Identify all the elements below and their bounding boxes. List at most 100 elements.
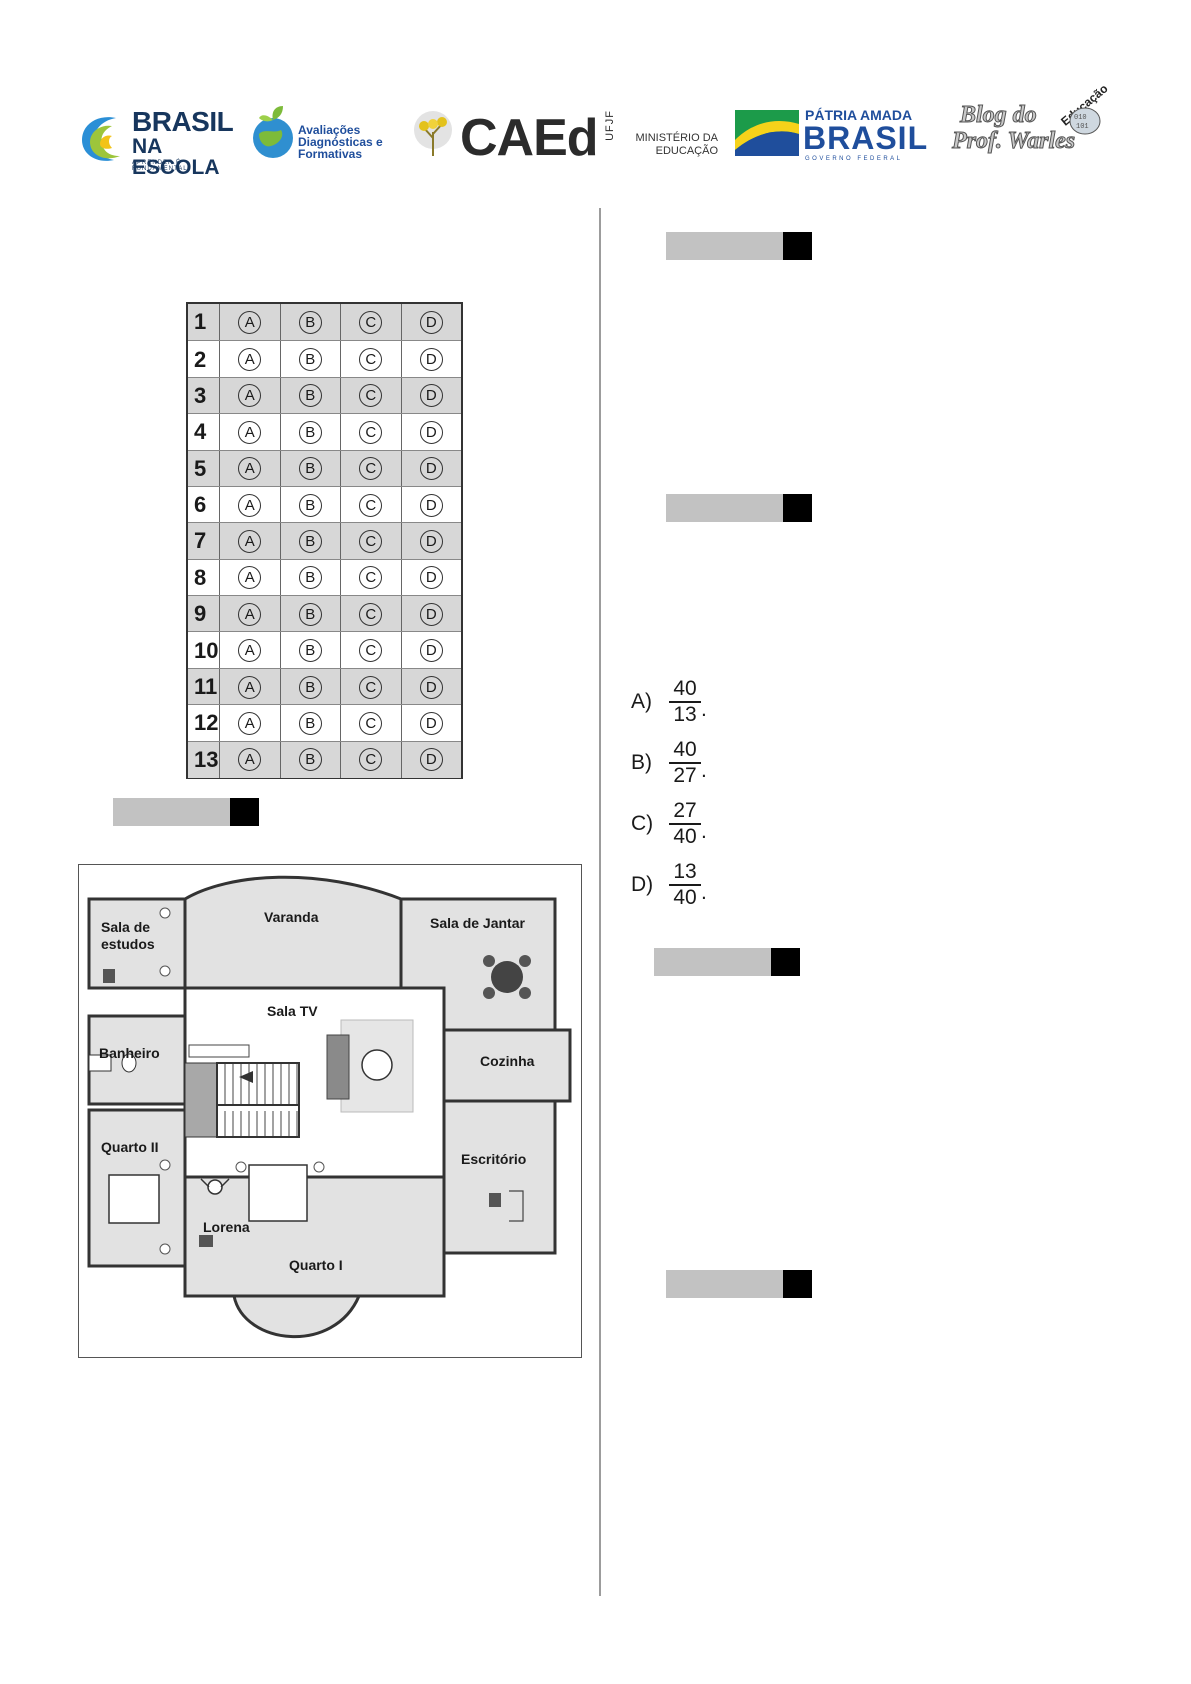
denominator: 40	[673, 824, 697, 848]
floor-plan-drawing	[87, 875, 572, 1339]
answer-bubble-b[interactable]: B	[298, 566, 322, 590]
answer-bubble-b[interactable]: B	[298, 457, 322, 481]
answer-bubble-c[interactable]: C	[359, 566, 383, 590]
answer-bubble-a[interactable]: A	[238, 566, 262, 590]
answer-bubble-a[interactable]: A	[238, 493, 262, 517]
room-label: Cozinha	[480, 1053, 535, 1069]
answer-bubble-a[interactable]: A	[238, 711, 262, 735]
answer-bubble-a[interactable]: A	[238, 529, 262, 553]
answer-bubble-b[interactable]: B	[298, 420, 322, 444]
answer-cell: C	[340, 741, 401, 778]
answer-bubble-b[interactable]: B	[298, 639, 322, 663]
answer-bubble-c[interactable]: C	[359, 384, 383, 408]
answer-bubble-a[interactable]: A	[238, 602, 262, 626]
answer-bubble-b[interactable]: B	[298, 348, 322, 372]
answer-bubble-d[interactable]: D	[419, 493, 443, 517]
denominator: 13	[673, 702, 697, 726]
period: .	[701, 819, 707, 843]
answer-bubble-a[interactable]: A	[238, 310, 262, 334]
blog-line1: Blog do	[960, 102, 1038, 129]
answer-cell: A	[219, 341, 280, 378]
answer-row: 4 A B C D	[188, 413, 461, 451]
answer-bubble-d[interactable]: D	[419, 529, 443, 553]
tree-icon	[414, 111, 452, 156]
answer-cell: D	[400, 741, 462, 778]
answer-bubble-d[interactable]: D	[419, 566, 443, 590]
answer-cell: A	[219, 668, 280, 706]
bne-line2: NA ESCOLA	[132, 135, 220, 179]
answer-cell: D	[400, 486, 462, 524]
answer-bubble-c[interactable]: C	[359, 529, 383, 553]
answer-bubble-c[interactable]: C	[359, 420, 383, 444]
answer-bubble-a[interactable]: A	[238, 675, 262, 699]
answer-bubble-d[interactable]: D	[419, 420, 443, 444]
answer-cell: D	[400, 632, 462, 669]
answer-bubble-b[interactable]: B	[298, 748, 322, 772]
question-number: 3	[194, 382, 207, 408]
answer-bubble-b[interactable]: B	[298, 529, 322, 553]
room-label: Varanda	[264, 909, 319, 925]
section-marker	[666, 1270, 812, 1298]
answer-bubble-d[interactable]: D	[419, 384, 443, 408]
period: .	[701, 697, 707, 721]
section-marker	[113, 798, 259, 826]
blog-logo: Blog do Prof. Warles Educação 010 101	[950, 81, 1130, 162]
answer-cell: B	[279, 596, 341, 633]
answer-bubble-a[interactable]: A	[238, 384, 262, 408]
answer-bubble-d[interactable]: D	[419, 310, 443, 334]
answer-bubble-c[interactable]: C	[359, 602, 383, 626]
question-number: 13	[194, 746, 219, 772]
answer-bubble-d[interactable]: D	[419, 748, 443, 772]
answer-cell: A	[219, 486, 280, 524]
answer-bubble-c[interactable]: C	[359, 457, 383, 481]
answer-cell: D	[400, 377, 462, 415]
answer-bubble-b[interactable]: B	[298, 602, 322, 626]
answer-bubble-c[interactable]: C	[359, 748, 383, 772]
question-number: 1	[194, 309, 207, 335]
answer-bubble-a[interactable]: A	[238, 748, 262, 772]
answer-cell: A	[219, 523, 280, 560]
answer-bubble-c[interactable]: C	[359, 639, 383, 663]
svg-text:101: 101	[1076, 123, 1089, 131]
answer-bubble-b[interactable]: B	[298, 675, 322, 699]
section-marker	[666, 232, 812, 260]
ministerio-logo: MINISTÉRIO DA EDUCAÇÃO	[634, 132, 718, 162]
answer-bubble-d[interactable]: D	[419, 675, 443, 699]
answer-bubble-b[interactable]: B	[298, 493, 322, 517]
answer-bubble-d[interactable]: D	[419, 602, 443, 626]
answer-bubble-d[interactable]: D	[419, 711, 443, 735]
answer-row: 13 A B C D	[188, 740, 462, 778]
answer-cell: B	[279, 377, 341, 415]
answer-bubble-d[interactable]: D	[419, 348, 443, 372]
blog-line2: Prof. Warles	[951, 128, 1076, 155]
answer-bubble-c[interactable]: C	[359, 711, 383, 735]
answer-bubble-c[interactable]: C	[359, 348, 383, 372]
answer-bubble-a[interactable]: A	[238, 420, 262, 444]
answer-bubble-c[interactable]: C	[359, 493, 383, 517]
answer-bubble-b[interactable]: B	[298, 384, 322, 408]
section-marker	[654, 948, 800, 976]
answer-bubble-d[interactable]: D	[419, 639, 443, 663]
answer-bubble-a[interactable]: A	[238, 457, 262, 481]
answer-bubble-d[interactable]: D	[419, 457, 443, 481]
answer-bubble-b[interactable]: B	[298, 711, 322, 735]
flag-icon	[735, 110, 799, 156]
answer-bubble-b[interactable]: B	[298, 310, 322, 334]
answer-bubble-a[interactable]: A	[238, 639, 262, 663]
answer-bubble-c[interactable]: C	[359, 310, 383, 334]
answer-bubble-c[interactable]: C	[359, 675, 383, 699]
question-number: 4	[194, 419, 207, 445]
answer-cell: D	[400, 668, 462, 706]
patria-line1: PÁTRIA AMADA	[805, 107, 913, 123]
svg-text:010: 010	[1074, 114, 1087, 122]
bne-tagline: APRENDER É FUNDAMENTAL	[132, 160, 188, 172]
answer-bubble-a[interactable]: A	[238, 348, 262, 372]
